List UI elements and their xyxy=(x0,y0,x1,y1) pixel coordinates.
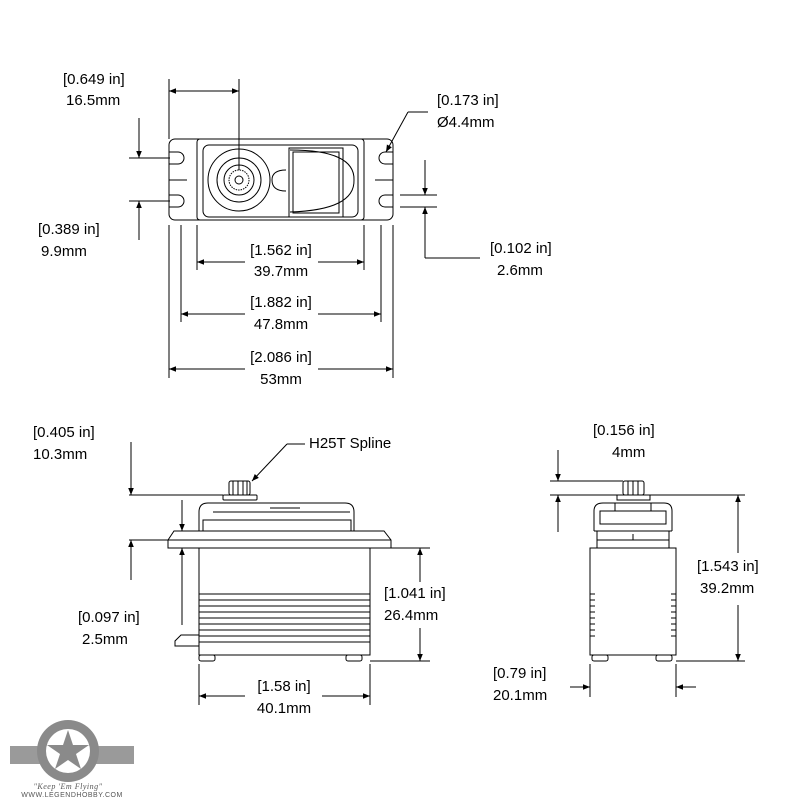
end-top-cap xyxy=(593,502,673,531)
dim-horn-offset-mm: 16.5mm xyxy=(66,92,121,109)
top-label-plate xyxy=(288,147,344,218)
dim-lower-height-in: [1.041 in] xyxy=(384,585,446,602)
dim-spline-top-mm: 4mm xyxy=(612,444,646,461)
spline-callout: H25T Spline xyxy=(309,435,392,452)
dim-body-length-in: [1.562 in] xyxy=(250,242,312,259)
dim-hole-centers-in: [1.882 in] xyxy=(250,294,312,311)
dim-end-height-in: [1.543 in] xyxy=(697,558,759,575)
dim-body-length-mm: 39.7mm xyxy=(253,263,309,280)
dim-flange-thickness-in: [0.097 in] xyxy=(78,609,140,626)
top-body-outline xyxy=(196,138,365,221)
star-icon xyxy=(47,730,89,769)
dim-hole-dia-mm: Ø4.4mm xyxy=(437,114,495,131)
side-view xyxy=(128,442,430,705)
dim-horn-offset-in: [0.649 in] xyxy=(63,71,125,88)
dim-spline-top-in: [0.156 in] xyxy=(593,422,655,439)
dim-side-length-mm: 40.1mm xyxy=(256,700,312,717)
end-view xyxy=(550,450,745,697)
dim-slot-width-in: [0.102 in] xyxy=(490,240,552,257)
dim-spline-height-in: [0.405 in] xyxy=(33,424,95,441)
side-top-cap xyxy=(198,502,355,531)
dim-lower-height-mm: 26.4mm xyxy=(384,607,439,624)
dim-flange-thickness-mm: 2.5mm xyxy=(82,631,128,648)
dim-end-height-mm: 39.2mm xyxy=(700,580,755,597)
legend-hobby-logo xyxy=(10,720,134,782)
side-cooling-fins xyxy=(199,593,370,643)
dim-hole-dia-in: [0.173 in] xyxy=(437,92,499,109)
dim-overall-length-mm: 53mm xyxy=(260,371,302,388)
end-fins-left xyxy=(590,593,595,637)
dim-spline-height-mm: 10.3mm xyxy=(33,446,88,463)
dim-end-width-in: [0.79 in] xyxy=(493,665,547,682)
dim-hole-spacing-in: [0.389 in] xyxy=(38,221,100,238)
logo-url: WWW.LEGENDHOBBY.COM xyxy=(21,792,123,799)
dim-side-length-in: [1.58 in] xyxy=(257,678,311,695)
end-lower-case xyxy=(589,547,677,656)
logo-slogan: "Keep 'Em Flying" xyxy=(33,782,103,791)
top-spline-gear xyxy=(228,169,250,191)
dim-end-width-mm: 20.1mm xyxy=(493,687,548,704)
dim-hole-centers-mm: 47.8mm xyxy=(253,316,309,333)
side-lower-case xyxy=(198,547,371,656)
top-body-inner xyxy=(202,144,359,218)
dim-overall-length-in: [2.086 in] xyxy=(250,349,312,366)
end-fins-right xyxy=(671,593,676,637)
side-cable-exit xyxy=(174,634,199,647)
dim-slot-width-mm: 2.6mm xyxy=(497,262,543,279)
top-view xyxy=(129,79,480,378)
dim-hole-spacing-mm: 9.9mm xyxy=(41,243,87,260)
